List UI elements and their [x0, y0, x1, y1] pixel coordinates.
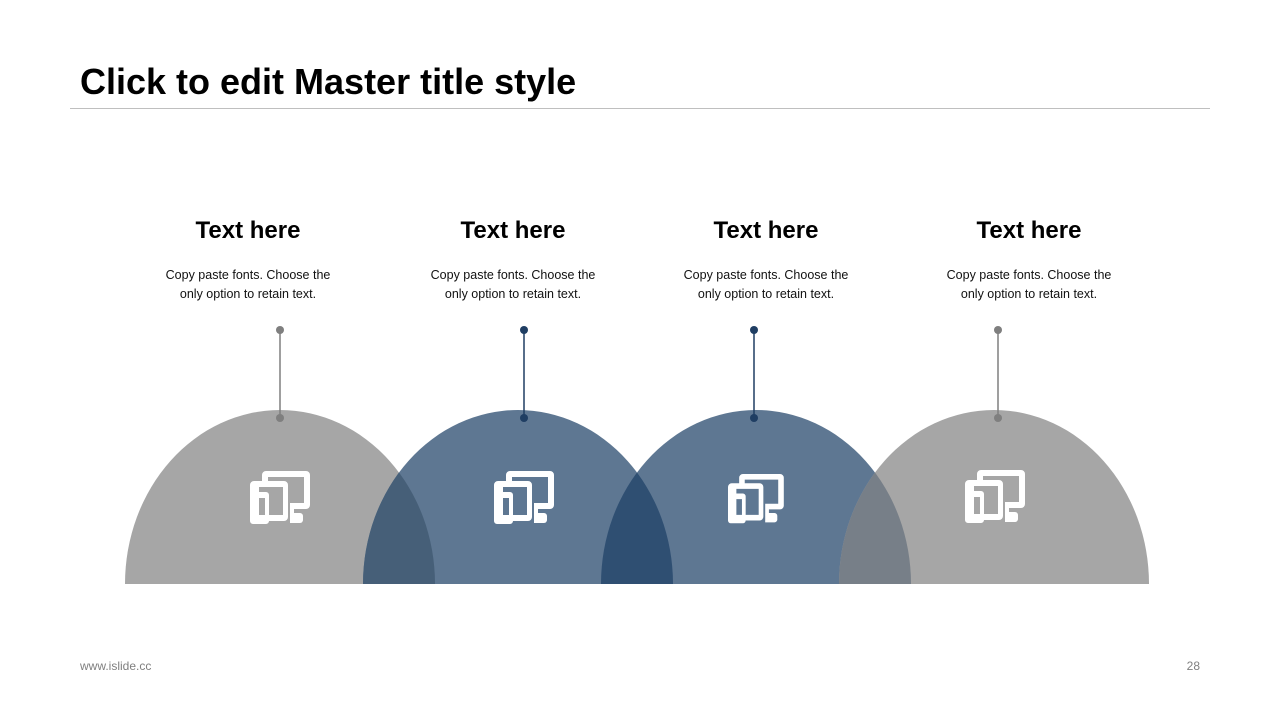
block-heading: Text here: [976, 217, 1082, 244]
semicircle-3: [601, 410, 911, 584]
text-block-3[interactable]: Text here Copy paste fonts. Choose the o…: [646, 214, 886, 304]
semicircle-1: [125, 410, 435, 584]
text-block-2[interactable]: Text here Copy paste fonts. Choose the o…: [393, 214, 633, 304]
block-heading: Text here: [713, 217, 819, 244]
slide-title[interactable]: Click to edit Master title style: [80, 61, 577, 102]
page-number: 28: [1186, 659, 1200, 673]
block-description: Copy paste fonts. Choose the only option…: [430, 268, 596, 301]
block-description: Copy paste fonts. Choose the only option…: [946, 268, 1112, 301]
semicircle-4: [839, 410, 1149, 584]
semicircle-2: [363, 410, 673, 584]
block-heading: Text here: [195, 217, 301, 244]
text-block-4[interactable]: Text here Copy paste fonts. Choose the o…: [909, 214, 1149, 304]
footer-website: www.islide.cc: [80, 659, 152, 673]
block-description: Copy paste fonts. Choose the only option…: [165, 268, 331, 301]
connector-pin-2: [520, 326, 528, 422]
text-block-1[interactable]: Text here Copy paste fonts. Choose the o…: [128, 214, 368, 304]
title-divider: [70, 108, 1210, 109]
connector-pin-4: [994, 326, 1002, 422]
block-heading: Text here: [460, 217, 566, 244]
connector-pin-3: [750, 326, 758, 422]
connector-pin-1: [276, 326, 284, 422]
block-description: Copy paste fonts. Choose the only option…: [683, 268, 849, 301]
